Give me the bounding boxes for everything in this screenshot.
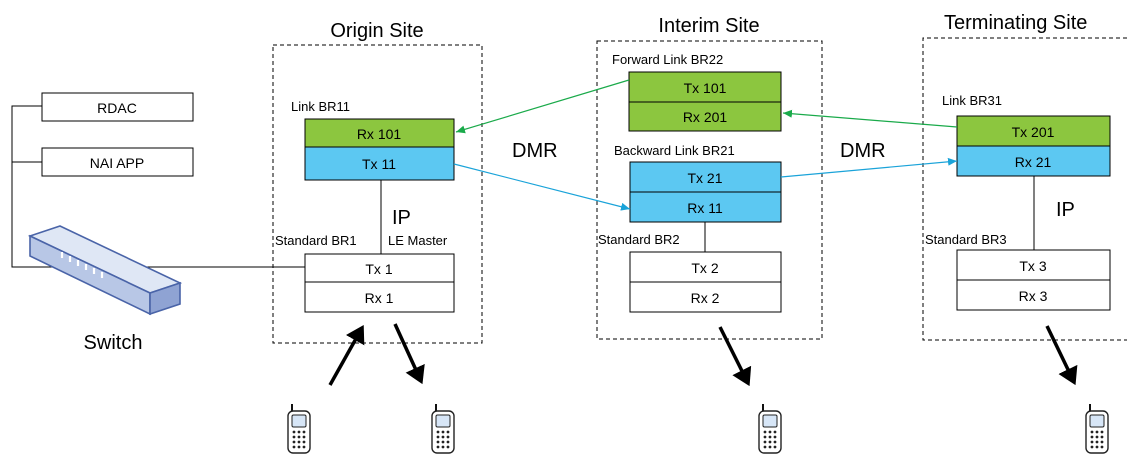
terminating-std-rx[interactable] (956, 279, 1111, 311)
interim-std-tx-label: Tx 2 (691, 260, 718, 276)
mobile-phone-icon (431, 403, 455, 454)
origin-master-label: LE Master (388, 233, 448, 248)
origin-rx-green[interactable] (304, 118, 455, 148)
site-title-origin: Origin Site (330, 20, 423, 42)
switch-label: Switch (84, 332, 143, 354)
origin-std-rx-label: Rx 1 (365, 290, 394, 306)
interim-std-rx-label: Rx 2 (691, 290, 720, 306)
origin-std-rx[interactable] (304, 281, 455, 313)
site-title-terminating: Terminating Site (944, 12, 1087, 34)
nai-app-label: NAI APP (90, 155, 144, 171)
downlink-arrow-origin (393, 323, 425, 385)
blue-arrow-interim-to-terminating (780, 157, 958, 178)
terminating-tx-label: Tx 201 (1012, 124, 1055, 140)
green-arrow-interim-to-origin (455, 79, 630, 134)
rdac-box[interactable] (41, 92, 194, 122)
terminating-std-rx-label: Rx 3 (1019, 288, 1048, 304)
mobile-phone-icon (287, 403, 311, 454)
switch-icon (27, 225, 183, 316)
interim-standard-label: Standard BR2 (598, 232, 680, 247)
dmr-label-left: DMR (512, 140, 558, 162)
origin-std-tx-label: Tx 1 (365, 261, 392, 277)
origin-tx-label: Tx 11 (362, 156, 396, 172)
downlink-arrow-terminating (1045, 325, 1078, 386)
terminating-tx-green[interactable] (956, 115, 1111, 147)
origin-std-tx[interactable] (304, 253, 455, 283)
interim-bwd-rx-label: Rx 11 (687, 200, 723, 216)
terminating-std-tx[interactable] (956, 249, 1111, 281)
interim-fwd-rx-green[interactable] (628, 101, 782, 132)
interim-fwd-rx-label: Rx 201 (683, 109, 728, 125)
interim-std-rx[interactable] (629, 281, 782, 313)
interim-std-tx[interactable] (629, 251, 782, 283)
interim-bwd-rx-blue[interactable] (629, 191, 782, 223)
origin-link-label: Link BR11 (291, 99, 350, 114)
origin-tx-blue[interactable] (304, 146, 455, 181)
green-arrow-terminating-to-interim (782, 109, 958, 128)
origin-site-border (272, 44, 483, 344)
interim-fwd-tx-green[interactable] (628, 71, 782, 103)
dmr-label-right: DMR (840, 140, 886, 162)
app-wiring (11, 105, 305, 268)
origin-standard-label: Standard BR1 (275, 233, 357, 248)
origin-rx-label: Rx 101 (357, 126, 402, 142)
interim-bwd-tx-label: Tx 21 (687, 170, 722, 186)
interim-backward-label: Backward Link BR21 (614, 143, 735, 158)
origin-ip-label: IP (392, 207, 411, 229)
blue-arrow-origin-to-interim (453, 163, 631, 211)
terminating-rx-blue[interactable] (956, 145, 1111, 177)
terminating-standard-label: Standard BR3 (925, 232, 1007, 247)
interim-forward-label: Forward Link BR22 (612, 52, 723, 67)
site-title-interim: Interim Site (658, 15, 759, 37)
terminating-site-border (922, 37, 1127, 341)
terminating-link-label: Link BR31 (942, 93, 1002, 108)
downlink-arrow-interim (718, 326, 752, 387)
interim-fwd-tx-label: Tx 101 (684, 80, 727, 96)
nai-app-box[interactable] (41, 147, 194, 177)
terminating-std-tx-label: Tx 3 (1019, 258, 1046, 274)
interim-site-border (596, 40, 823, 340)
terminating-ip-label: IP (1056, 199, 1075, 221)
mobile-phone-icon (758, 403, 782, 454)
uplink-arrow-origin (328, 324, 365, 386)
terminating-rx-label: Rx 21 (1015, 154, 1052, 170)
rdac-label: RDAC (97, 100, 137, 116)
mobile-phone-icon (1085, 403, 1109, 454)
